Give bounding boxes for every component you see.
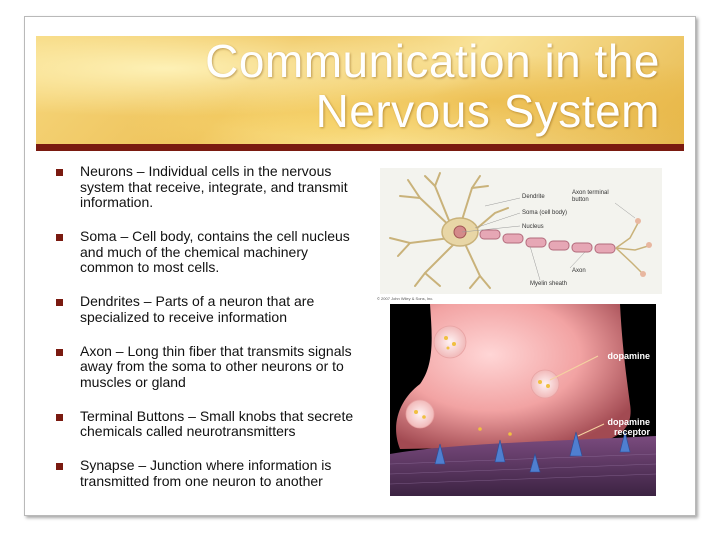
title-line-1: Communication in the — [205, 36, 660, 87]
bullet-item: Dendrites – Parts of a neuron that are s… — [56, 293, 356, 325]
bullet-item: Neurons – Individual cells in the nervou… — [56, 163, 356, 211]
synapse-image: dopamine dopamine receptor — [390, 304, 656, 496]
bullet-item: Axon – Long thin fiber that transmits si… — [56, 342, 356, 391]
title-line-2: Nervous System — [315, 85, 660, 137]
bullet-text: Neurons – Individual cells in the nervou… — [80, 163, 348, 210]
bullet-list: Neurons – Individual cells in the nervou… — [56, 163, 356, 508]
label-dendrite: Dendrite — [522, 194, 545, 200]
bullet-text: Axon – Long thin fiber that transmits si… — [80, 342, 352, 390]
label-axon: Axon — [572, 268, 586, 274]
bullet-item: Synapse – Junction where information is … — [56, 457, 356, 489]
label-dopamine-receptor: dopamine receptor — [590, 417, 650, 437]
square-bullet-icon — [56, 463, 63, 470]
bullet-text: Synapse – Junction where information is … — [80, 457, 332, 489]
neuron-illustration — [389, 172, 652, 289]
square-bullet-icon — [56, 169, 63, 176]
label-nucleus: Nucleus — [522, 224, 544, 230]
bullet-item: Terminal Buttons – Small knobs that secr… — [56, 407, 356, 440]
square-bullet-icon — [56, 413, 63, 421]
image-credit: © 2007 John Wiley & Sons, Inc. — [377, 296, 434, 301]
synapse-illustration — [390, 304, 656, 496]
title-banner: Communication in the Nervous System — [36, 36, 684, 144]
label-soma: Soma (cell body) — [522, 210, 568, 216]
bullet-item: Soma – Cell body, contains the cell nucl… — [56, 228, 356, 276]
slide-title: Communication in the Nervous System — [100, 36, 660, 136]
neuron-diagram: Dendrite Soma (cell body) Nucleus Axon t… — [380, 168, 662, 294]
label-receptor-line-2: receptor — [613, 427, 650, 437]
square-bullet-icon — [56, 348, 63, 356]
bullet-text: Terminal Buttons – Small knobs that secr… — [80, 407, 354, 439]
bullet-text: Soma – Cell body, contains the cell nucl… — [80, 228, 350, 275]
label-axon-terminal: Axon terminal button — [572, 190, 609, 203]
label-dopamine: dopamine — [607, 351, 650, 361]
label-receptor-line-1: dopamine — [607, 417, 650, 427]
label-myelin: Myelin sheath — [530, 281, 568, 287]
title-divider — [36, 144, 684, 151]
square-bullet-icon — [56, 299, 63, 306]
square-bullet-icon — [56, 234, 63, 241]
bullet-text: Dendrites – Parts of a neuron that are s… — [80, 293, 315, 325]
